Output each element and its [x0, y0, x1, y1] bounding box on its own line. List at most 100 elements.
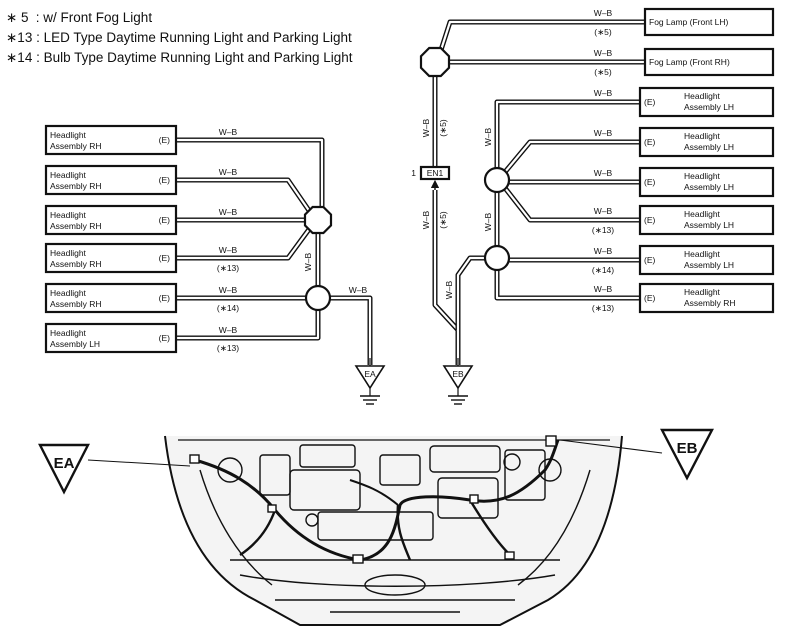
- wire-code-label: W–B: [594, 8, 613, 18]
- condition-note: (∗14): [592, 265, 614, 275]
- condition-note: (∗13): [217, 343, 239, 353]
- headlight-assembly-box: [638, 166, 775, 198]
- wire-core: [433, 190, 460, 365]
- component-group: EA EB: [44, 7, 775, 405]
- ground-triangle: [354, 365, 386, 390]
- component-name: Assembly RH: [684, 298, 735, 308]
- component-name: Assembly LH: [684, 142, 734, 152]
- connector-en1: [419, 165, 451, 181]
- splice-point-octagon: [303, 205, 333, 235]
- legend-notes: ∗ 5 : w/ Front Fog Light ∗13 : LED Type …: [6, 8, 353, 68]
- connector-tag: (E): [159, 215, 171, 225]
- wire-code-label: W–B: [421, 210, 431, 229]
- wire-code-label: W–B: [219, 207, 238, 217]
- wire-to-ground-ea: [329, 295, 373, 365]
- condition-note: (∗13): [217, 263, 239, 273]
- note-text: : w/ Front Fog Light: [35, 10, 153, 25]
- fog-lamp-box: [643, 47, 775, 77]
- wire-core: [495, 100, 640, 169]
- component-name: Headlight: [684, 209, 721, 219]
- wire-code-label: W–B: [219, 167, 238, 177]
- wire-core: [504, 187, 640, 222]
- condition-note: (∗13): [592, 303, 614, 313]
- wire-code-label: W–B: [303, 252, 313, 271]
- wire-core: [176, 138, 324, 210]
- wire-fog-lh: [438, 19, 645, 51]
- connector-tag: (E): [644, 255, 656, 265]
- condition-note: (∗14): [217, 303, 239, 313]
- headlight-assembly-box: [44, 282, 178, 314]
- condition-note: (∗5): [594, 27, 612, 37]
- condition-note: (∗5): [594, 67, 612, 77]
- legend-note-led-drl: ∗13 : LED Type Daytime Running Light and…: [6, 28, 353, 48]
- connector-tag: (E): [159, 333, 171, 343]
- component-name: Headlight: [50, 328, 87, 338]
- component-name: Fog Lamp (Front RH): [649, 57, 730, 67]
- headlight-assembly-box: [44, 204, 178, 236]
- component-name: Headlight: [684, 91, 721, 101]
- wire-core: [495, 269, 640, 300]
- wire-core: [176, 178, 311, 213]
- wire-core: [439, 20, 645, 51]
- wire-left-row-2: [176, 177, 313, 214]
- headlight-assembly-box: [44, 322, 178, 354]
- headlight-assembly-box: [638, 204, 775, 236]
- wire-left-row-4: [176, 226, 313, 261]
- component-name: Headlight: [684, 171, 721, 181]
- component-name: Assembly RH: [50, 141, 101, 151]
- component-name: Assembly LH: [684, 182, 734, 192]
- connector-pin: 1: [411, 168, 416, 178]
- component-name: Assembly RH: [50, 299, 101, 309]
- component-name: Assembly RH: [50, 221, 101, 231]
- wire-code-label: W–B: [483, 212, 493, 231]
- wire-code-label: W–B: [594, 168, 613, 178]
- legend-note-bulb-drl: ∗14 : Bulb Type Daytime Running Light an…: [6, 48, 353, 68]
- wire-code-label: W–B: [219, 285, 238, 295]
- legend-note-fog: ∗ 5 : w/ Front Fog Light: [6, 8, 353, 28]
- headlight-assembly-box: [44, 124, 178, 156]
- condition-note: (∗5): [438, 211, 448, 229]
- ground-triangle: [442, 365, 474, 390]
- callout-label: EB: [677, 440, 698, 457]
- wire-core: [176, 227, 311, 260]
- note-marker: ∗13: [6, 30, 33, 45]
- headlight-assembly-box: [638, 282, 775, 314]
- wire-code-label: W–B: [594, 246, 613, 256]
- wire-code-label: W–B: [483, 127, 493, 146]
- ground-label: EB: [452, 369, 464, 379]
- headlight-assembly-box: [638, 126, 775, 158]
- condition-note: (∗13): [592, 225, 614, 235]
- wire-code-label: W–B: [594, 88, 613, 98]
- component-name: Assembly RH: [50, 259, 101, 269]
- component-name: Headlight: [50, 288, 87, 298]
- wire-core: [456, 256, 486, 330]
- note-text: : LED Type Daytime Running Light and Par…: [36, 30, 352, 45]
- connector-tag: (E): [644, 97, 656, 107]
- wire-group: [176, 19, 645, 365]
- wire-code-label: W–B: [594, 284, 613, 294]
- connector-tag: (E): [644, 293, 656, 303]
- wire-code-label: W–B: [349, 285, 368, 295]
- component-name: Headlight: [50, 248, 87, 258]
- connector-tag: (E): [159, 253, 171, 263]
- ground-point-ea: EA: [354, 358, 386, 405]
- connector-tag: (E): [644, 137, 656, 147]
- connector-tag: (E): [159, 135, 171, 145]
- wire-code-label: W–B: [219, 325, 238, 335]
- ground-label: EA: [364, 369, 376, 379]
- splice-point-circle: [304, 284, 332, 312]
- component-name: Headlight: [50, 170, 87, 180]
- condition-note: (∗5): [438, 119, 448, 137]
- component-name: Headlight: [684, 287, 721, 297]
- component-name: Assembly LH: [50, 339, 100, 349]
- engine-compartment-illustration: [87, 435, 663, 626]
- wire-code-label: W–B: [219, 127, 238, 137]
- wire-right-row-6: [494, 269, 640, 301]
- headlight-assembly-box: [44, 164, 178, 196]
- wire-code-label: W–B: [594, 206, 613, 216]
- fog-lamp-box: [643, 7, 775, 37]
- splice-point-circle: [483, 166, 511, 194]
- component-name: Fog Lamp (Front LH): [649, 17, 729, 27]
